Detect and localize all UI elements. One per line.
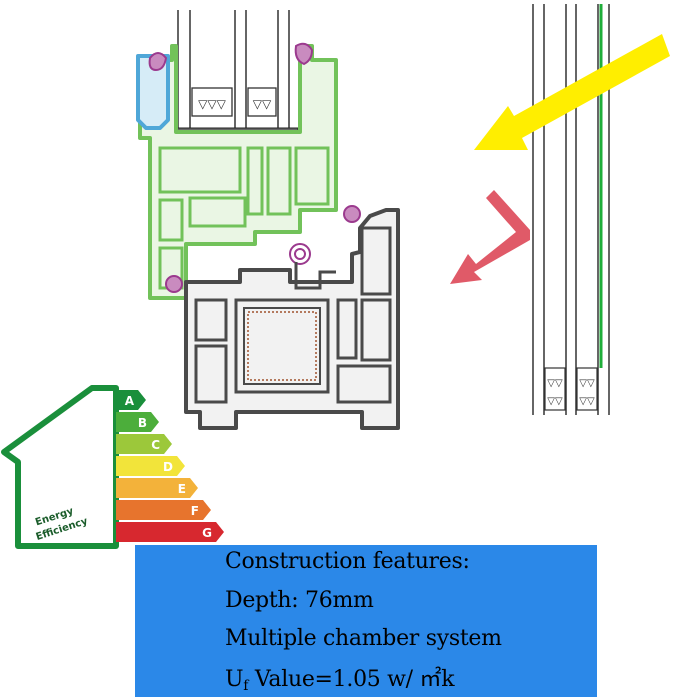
energy-class-letter-f: F bbox=[191, 504, 199, 518]
house-outline bbox=[1, 385, 119, 549]
frame-chambers bbox=[194, 226, 392, 404]
uf-value-text: Value=1.05 w/ ㎡k bbox=[248, 667, 455, 692]
energy-class-bar-g bbox=[116, 522, 224, 542]
uf-subscript: f bbox=[243, 678, 249, 694]
gaskets bbox=[148, 42, 361, 293]
features-heading: Construction features: bbox=[225, 549, 470, 574]
energy-class-bar-f bbox=[116, 500, 211, 520]
energy-class-bar-a bbox=[116, 390, 146, 410]
glazing-spacers: ▽▽▽ ▽▽ bbox=[191, 87, 277, 117]
energy-class-bar-b bbox=[116, 412, 159, 432]
feature-chambers: Multiple chamber system bbox=[225, 626, 502, 651]
construction-features-panel: Construction features: Depth: 76mm Multi… bbox=[135, 545, 597, 697]
steel-reinforcement bbox=[247, 311, 317, 381]
energy-class-bar-e bbox=[116, 478, 198, 498]
svg-text:▽▽: ▽▽ bbox=[253, 97, 272, 111]
energy-class-letter-e: E bbox=[178, 482, 186, 496]
energy-class-letter-d: D bbox=[163, 460, 173, 474]
reflected-heat-arrow bbox=[450, 190, 530, 284]
feature-uf-value: Uf Value=1.05 w/ ㎡k bbox=[225, 661, 455, 694]
sash-profile bbox=[138, 44, 338, 300]
frame-profile bbox=[184, 208, 400, 430]
uf-symbol: U bbox=[225, 667, 244, 692]
energy-class-letter-a: A bbox=[125, 394, 135, 408]
feature-depth: Depth: 76mm bbox=[225, 588, 374, 613]
svg-text:▽▽: ▽▽ bbox=[547, 396, 563, 407]
energy-class-letter-c: C bbox=[151, 438, 160, 452]
glass-section-right bbox=[532, 4, 610, 415]
energy-class-bar-c bbox=[116, 434, 172, 454]
svg-text:▽▽▽: ▽▽▽ bbox=[198, 97, 226, 111]
glazing-bead-profile bbox=[136, 54, 170, 130]
hardware-hook bbox=[294, 262, 336, 290]
glass-spacers-right: ▽▽ ▽▽ ▽▽ ▽▽ bbox=[544, 367, 598, 411]
energy-class-bar-d bbox=[116, 456, 185, 476]
sash-chambers bbox=[158, 146, 330, 290]
svg-text:▽▽: ▽▽ bbox=[579, 378, 595, 389]
sunlight-arrow bbox=[474, 34, 670, 150]
energy-class-letter-b: B bbox=[138, 416, 147, 430]
svg-text:▽▽: ▽▽ bbox=[547, 378, 563, 389]
svg-text:▽▽: ▽▽ bbox=[579, 396, 595, 407]
energy-class-letter-g: G bbox=[202, 526, 212, 540]
